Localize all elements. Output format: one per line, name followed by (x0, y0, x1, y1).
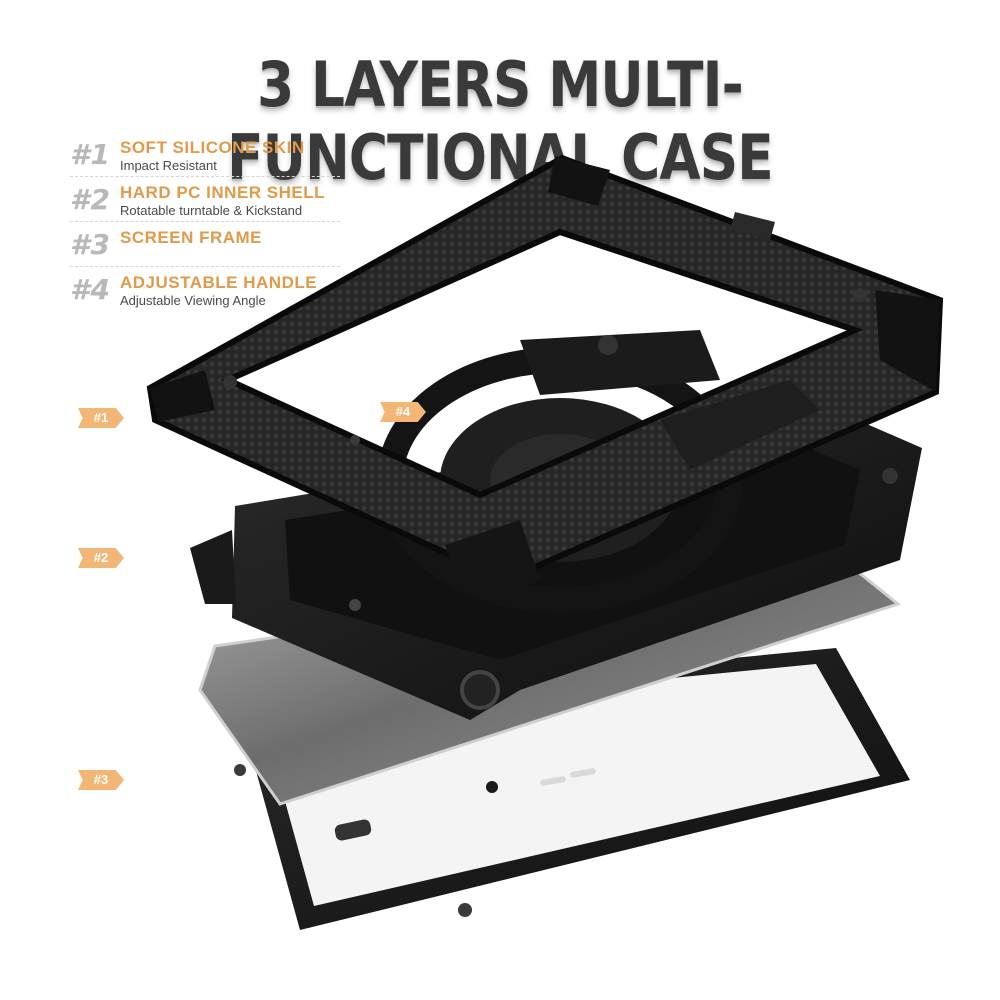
feature-number: #3 (70, 228, 111, 261)
silicone-skin-layer (146, 154, 944, 592)
camera-icon (486, 781, 498, 793)
feature-number: #4 (70, 273, 111, 306)
feature-item-2: #2 HARD PC INNER SHELL Rotatable turntab… (70, 177, 340, 222)
feature-item-4: #4 ADJUSTABLE HANDLE Adjustable Viewing … (70, 267, 340, 311)
feature-heading: ADJUSTABLE HANDLE (120, 273, 318, 292)
page-title: 3 LAYERS MULTI-FUNCTIONAL CASE (227, 48, 774, 194)
layer-tag-4: #4 (380, 402, 426, 422)
feature-subtitle: Rotatable turntable & Kickstand (120, 203, 303, 218)
feature-number: #1 (70, 138, 111, 171)
feature-item-3: #3 SCREEN FRAME (70, 222, 340, 267)
feature-subtitle: Impact Resistant (120, 158, 217, 173)
feature-heading: HARD PC INNER SHELL (120, 183, 326, 202)
layer-tag-1: #1 (78, 408, 124, 428)
feature-heading: SOFT SILICONE SKIN (120, 138, 305, 157)
feature-item-1: #1 SOFT SILICONE SKIN Impact Resistant (70, 132, 340, 177)
feature-subtitle: Adjustable Viewing Angle (120, 293, 266, 308)
feature-list: #1 SOFT SILICONE SKIN Impact Resistant #… (70, 132, 340, 311)
feature-heading: SCREEN FRAME (120, 228, 263, 247)
feature-number: #2 (70, 183, 111, 216)
layer-tag-3: #3 (78, 770, 124, 790)
layer-tag-2: #2 (78, 548, 124, 568)
